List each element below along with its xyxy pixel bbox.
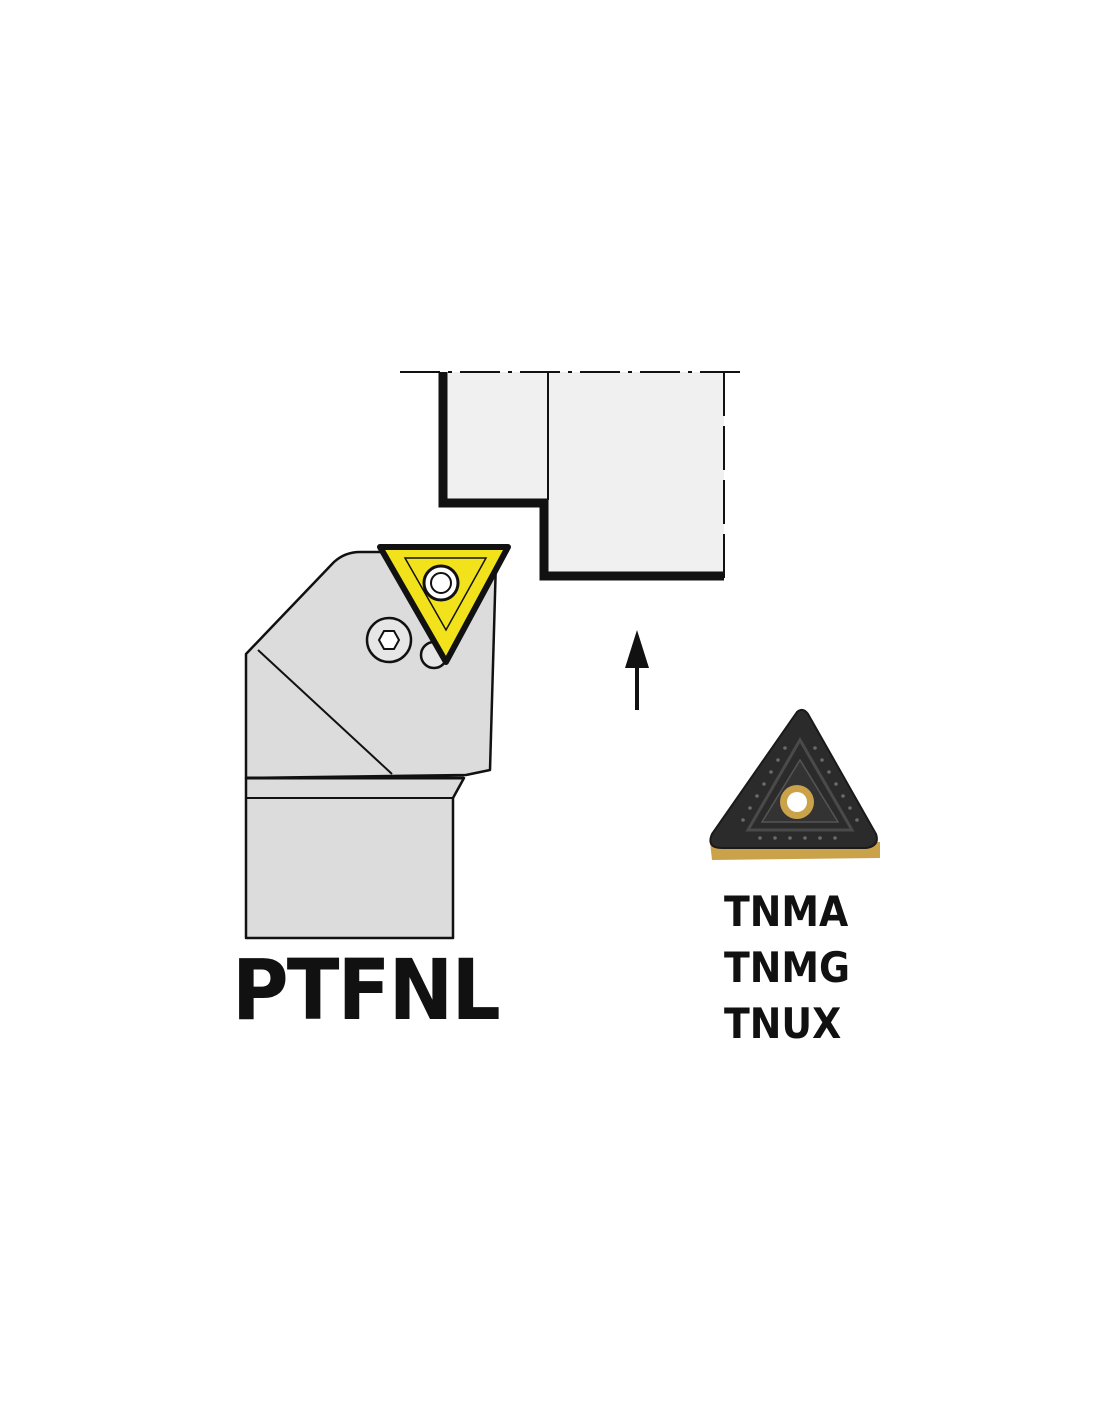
- workpiece: [400, 371, 748, 581]
- hex-screw-icon: [365, 616, 413, 664]
- insert-type-list: TNMA TNMG TNUX: [724, 884, 850, 1052]
- arrow-up-icon: [625, 630, 649, 710]
- workpiece-body: [447, 372, 724, 576]
- holder-code-label: PTFNL: [232, 941, 501, 1039]
- holder-insert: [377, 544, 511, 665]
- holder-chamfer-line: [257, 649, 393, 775]
- insert-type-item: TNMG: [724, 943, 851, 992]
- tool-holder: [244, 544, 511, 940]
- triangular-insert-icon: [709, 708, 880, 860]
- insert-type-item: TNUX: [724, 999, 842, 1048]
- holder-shank: [244, 776, 466, 940]
- insert-type-item: TNMA: [724, 887, 849, 936]
- machined-profile: [438, 372, 724, 581]
